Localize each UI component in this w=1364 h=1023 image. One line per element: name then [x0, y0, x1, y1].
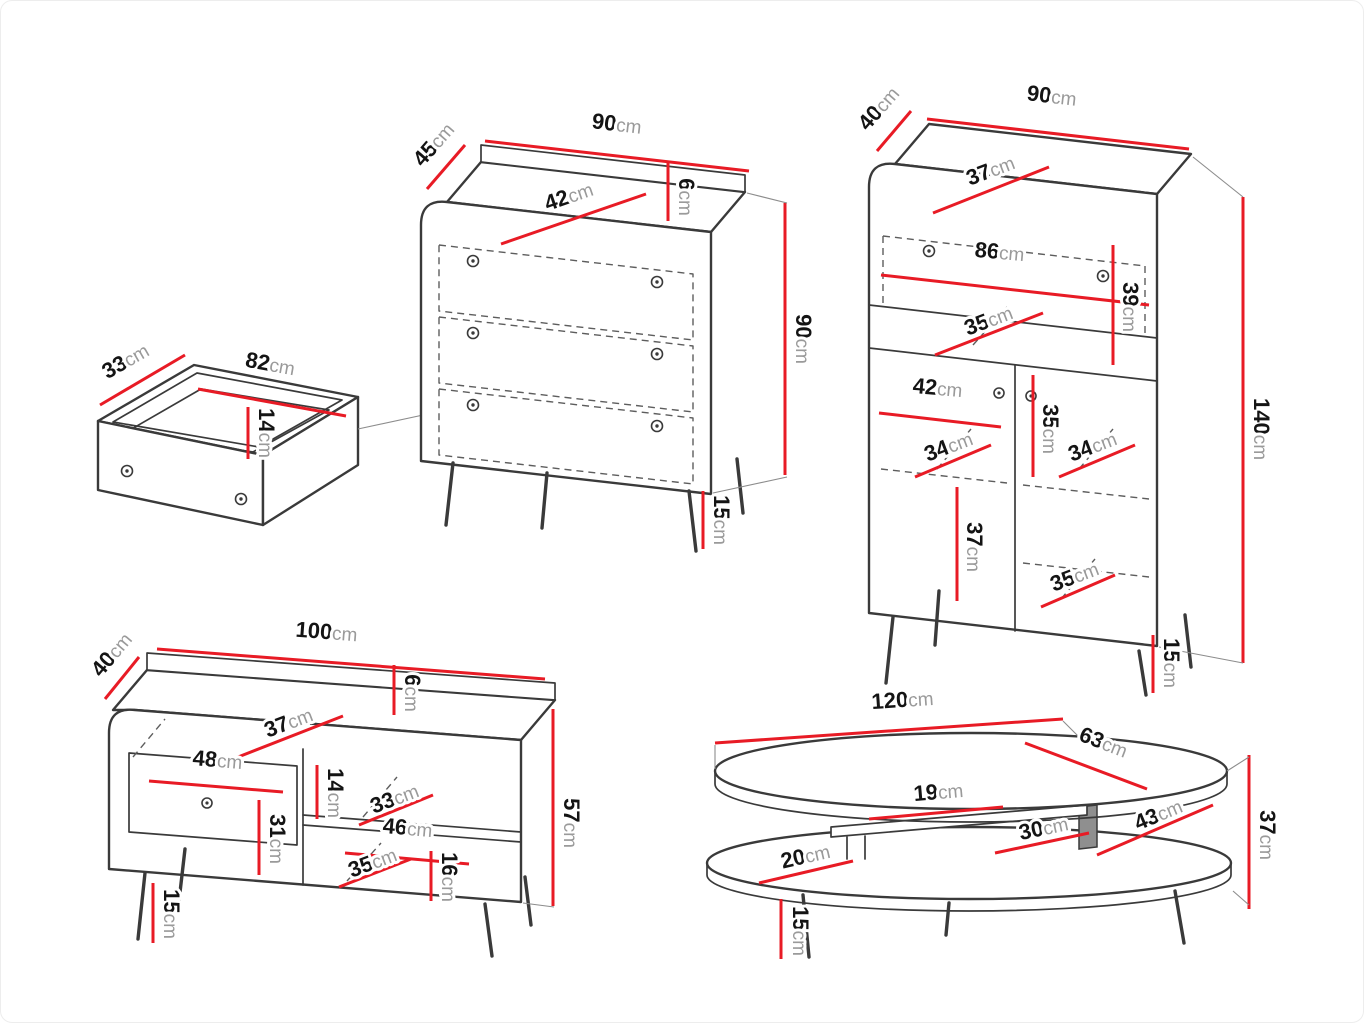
- tvstand-leg-dim: 15cm: [159, 889, 184, 939]
- cabinet-left-column-dim: 37cm: [962, 522, 987, 572]
- cabinet-drawer-height-dim: 39cm: [1118, 282, 1143, 332]
- table-diagram: 120cm 63cm 19cm 30cm 43cm 20cm 37cm 15cm: [705, 684, 1283, 959]
- cabinet-middle-dim: 35cm: [1038, 404, 1063, 454]
- drawer-outline: [96, 363, 452, 527]
- dresser-leg-dim: 15cm: [709, 495, 734, 545]
- tvstand-shelf-gap-dim: 14cm: [323, 768, 348, 818]
- cabinet-leg-dim: 15cm: [1159, 638, 1184, 688]
- cabinet-dimension-lines: [875, 110, 1245, 693]
- dresser-width-dim: 90cm: [591, 108, 643, 138]
- cabinet-width-dim: 90cm: [1026, 80, 1078, 110]
- tvstand-outline: [107, 652, 557, 904]
- table-leg-dim: 15cm: [788, 906, 813, 956]
- tvstand-legs: [136, 847, 533, 958]
- tvstand-bottom-gap-dim: 16cm: [437, 852, 462, 902]
- dresser-dimension-lines: [425, 139, 788, 549]
- dresser-rim-dim: 6cm: [674, 178, 699, 216]
- drawer-dimension-lines: [99, 353, 347, 459]
- tvstand-left-column-dim: 31cm: [265, 814, 290, 864]
- cabinet-outline: [867, 122, 1193, 648]
- cabinet-legs: [884, 589, 1193, 697]
- table-legs: [801, 889, 1186, 959]
- dresser-legs: [444, 457, 745, 553]
- table-dimension-lines: [714, 717, 1251, 959]
- tvstand-depth-dim: 40cm: [86, 627, 137, 681]
- tvstand-dimension-lines: [103, 647, 555, 943]
- drawer-height-dim: 14cm: [254, 408, 279, 458]
- dresser-outline: [419, 144, 747, 496]
- drawer-depth-dim: 33cm: [97, 337, 153, 384]
- cabinet-diagram: 40cm 90cm 37cm 86cm 39cm 35cm 42cm 34cm …: [850, 77, 1277, 697]
- tvstand-height-dim: 57cm: [559, 798, 584, 848]
- tvstand-width-dim: 100cm: [295, 617, 359, 647]
- cabinet-drawer-width-dim: 86cm: [974, 237, 1026, 266]
- tvstand-diagram: 40cm 100cm 37cm 6cm 48cm 14cm 31cm 33cm …: [83, 614, 587, 958]
- dresser-depth-dim: 45cm: [408, 117, 460, 171]
- cabinet-door-dim: 42cm: [912, 373, 964, 402]
- dresser-diagram: 45cm 90cm 42cm 6cm 15cm 90cm: [405, 105, 819, 553]
- dresser-height-dim: 90cm: [791, 314, 816, 364]
- table-width-dim: 120cm: [871, 685, 935, 714]
- table-outline: [705, 731, 1233, 937]
- cabinet-height-dim: 140cm: [1249, 398, 1274, 460]
- tvstand-shelf-dim: 46cm: [382, 813, 434, 842]
- table-height-dim: 37cm: [1255, 810, 1280, 860]
- drawer-diagram: 33cm 82cm 14cm: [94, 337, 452, 527]
- tvstand-rim-dim: 6cm: [400, 674, 425, 712]
- table-shelf-dim: 19cm: [912, 777, 964, 806]
